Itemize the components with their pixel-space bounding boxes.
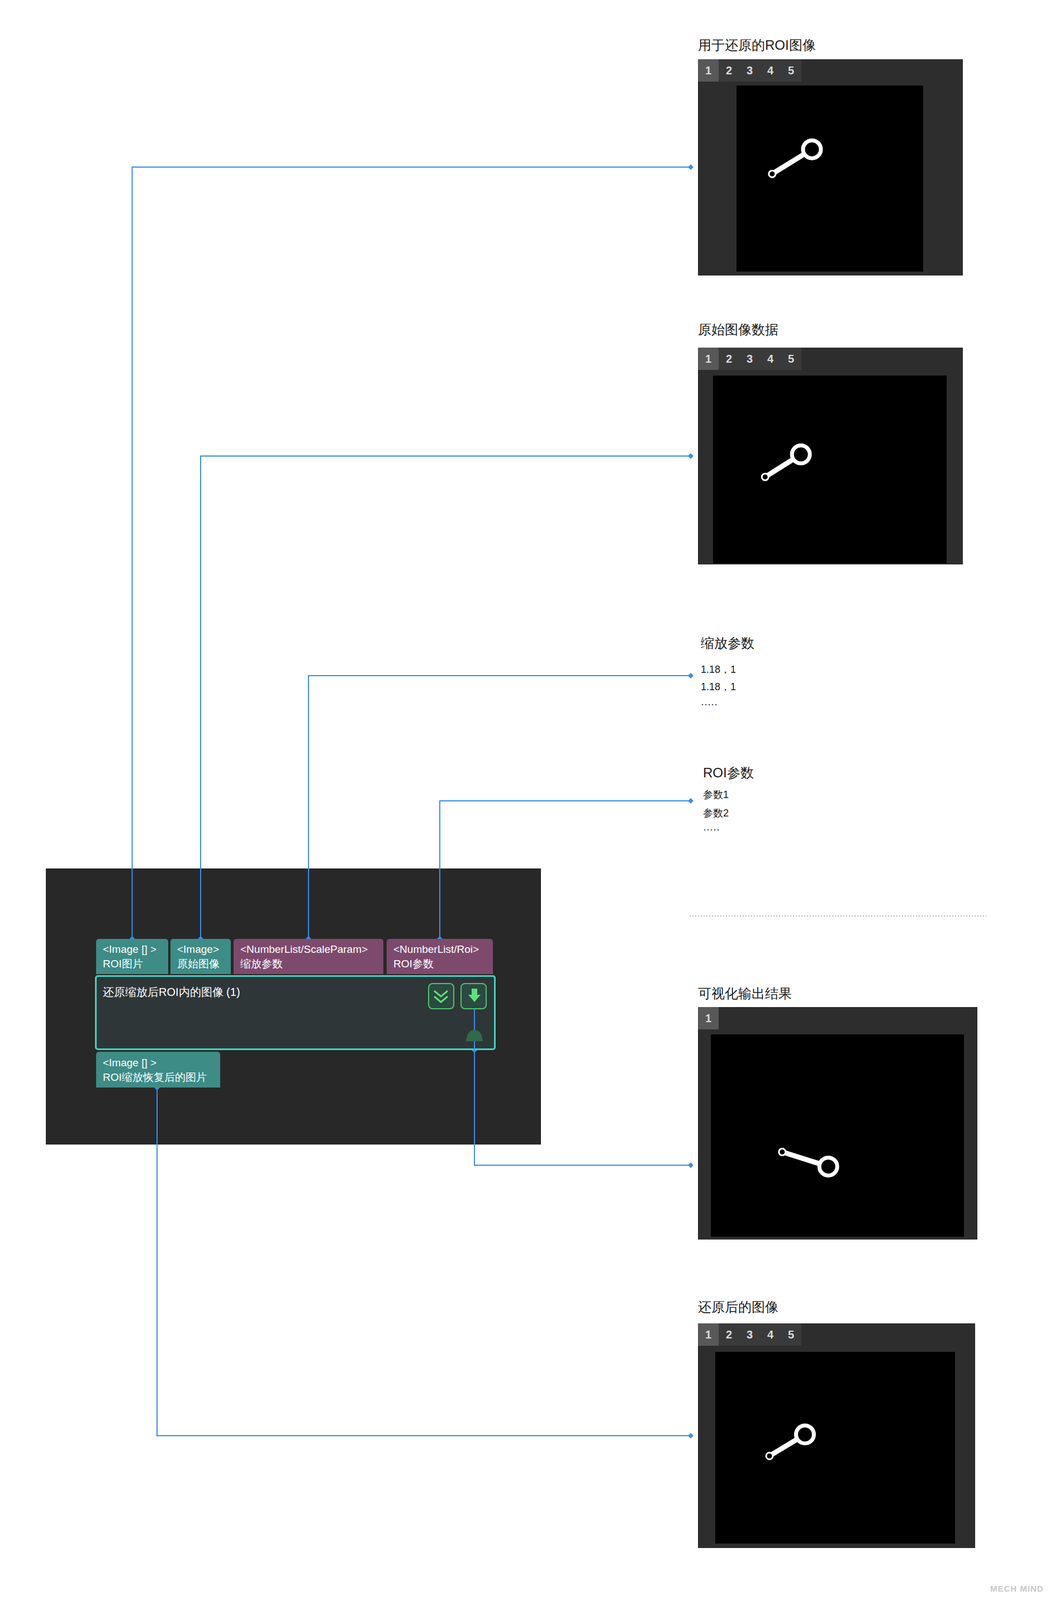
list-item: 1.18，1	[700, 680, 736, 693]
port-name: ROI缩放恢复后的图片	[102, 1070, 215, 1085]
step-box: 还原缩放后ROI内的图像 (1)	[95, 975, 496, 1051]
port-name: ROI参数	[393, 956, 488, 972]
collapse-icon	[434, 990, 448, 1002]
tab-number: 1	[697, 1007, 719, 1030]
value-list: 缩放参数 1.18，1 1.18，1 ·····	[690, 632, 836, 717]
image-area	[713, 375, 947, 564]
panel-heading: 用于还原的ROI图像	[697, 36, 816, 54]
watermark: MECH MIND	[990, 1583, 1044, 1594]
port-type: <NumberList/Roi>	[393, 942, 488, 957]
tab-bar: 12345	[697, 347, 802, 370]
rod-big-end	[795, 1425, 814, 1444]
tab-bar: 1	[697, 1007, 719, 1030]
rod-small-end	[766, 1452, 773, 1460]
port-type: <Image [] >	[102, 942, 163, 957]
part-illustration	[713, 375, 947, 564]
port-type: <Image [] >	[102, 1055, 215, 1071]
tab-number: 4	[760, 347, 781, 370]
part-illustration	[736, 85, 924, 272]
part-illustration	[715, 1351, 956, 1544]
part-illustration	[710, 1034, 964, 1237]
connector	[474, 1050, 691, 1166]
connector	[157, 1087, 691, 1436]
image-viewer: 可视化输出结果 1	[690, 985, 978, 1240]
image-viewer: 用于还原的ROI图像 12345	[690, 36, 963, 276]
viewer-panel: 12345	[697, 347, 963, 565]
tab-number: 5	[780, 347, 802, 370]
image-viewer: 还原后的图像 12345	[690, 1298, 976, 1548]
port-name: 缩放参数	[240, 956, 378, 972]
list-item: 1.18，1	[700, 663, 736, 676]
port-type: <NumberList/ScaleParam>	[240, 942, 378, 957]
tab-number: 4	[760, 59, 781, 82]
port-box: <NumberList/Roi>ROI参数	[386, 938, 493, 975]
separator-line	[689, 915, 987, 917]
port-box: <Image>原始图像	[170, 938, 231, 975]
connector	[308, 675, 691, 939]
port-box: <Image [] >ROI图片	[96, 938, 169, 975]
output-icon	[468, 988, 481, 1002]
panel-heading: 还原后的图像	[697, 1298, 779, 1316]
list-item: 参数1	[703, 788, 729, 801]
step-title: 还原缩放后ROI内的图像 (1)	[102, 984, 241, 1000]
port-box: <Image [] >ROI缩放恢复后的图片	[96, 1051, 221, 1088]
port-box: <NumberList/ScaleParam>缩放参数	[233, 938, 384, 975]
viewer-panel: 12345	[697, 1323, 976, 1548]
tab-number: 2	[718, 1323, 740, 1346]
tab-number: 1	[697, 1323, 719, 1346]
tab-bar: 12345	[697, 59, 802, 82]
port-name: 原始图像	[177, 956, 226, 972]
list-item: ·····	[700, 697, 718, 711]
icon-button	[428, 983, 454, 1009]
tab-number: 1	[697, 59, 719, 82]
rod-small-end	[779, 1148, 786, 1156]
icon-button	[461, 983, 487, 1009]
port-name: ROI图片	[102, 956, 163, 972]
tab-number: 2	[718, 347, 740, 370]
connector	[200, 456, 691, 939]
list-heading: ROI参数	[703, 764, 754, 782]
tab-number: 2	[718, 59, 740, 82]
viewer-panel: 1	[697, 1007, 978, 1240]
tab-number: 3	[739, 1323, 760, 1346]
image-viewer: 原始图像数据 12345	[690, 321, 963, 565]
image-area	[710, 1034, 964, 1237]
viewer-panel: 12345	[697, 59, 963, 276]
connector	[439, 800, 691, 939]
rod-small-end	[768, 170, 776, 178]
tab-number: 5	[780, 59, 802, 82]
tab-bar: 12345	[697, 1323, 802, 1346]
panel-heading: 可视化输出结果	[697, 985, 792, 1002]
rod-big-end	[819, 1157, 838, 1176]
list-item: 参数2	[703, 806, 729, 820]
tab-number: 1	[697, 347, 719, 370]
rod-big-end	[791, 445, 810, 464]
value-list: ROI参数参数1 参数2 ·····	[690, 762, 836, 847]
list-heading: 缩放参数	[700, 634, 755, 652]
rod-big-end	[803, 140, 821, 159]
panel-heading: 原始图像数据	[697, 321, 779, 339]
list-item: ·····	[703, 823, 720, 836]
tab-number: 3	[739, 347, 760, 370]
image-area	[715, 1351, 956, 1544]
status-icon	[466, 1029, 483, 1042]
connector	[132, 167, 692, 939]
port-type: <Image>	[177, 942, 226, 957]
image-area	[736, 85, 924, 272]
wire-stub	[473, 1008, 475, 1051]
tab-number: 5	[780, 1323, 802, 1346]
tab-number: 4	[760, 1323, 781, 1346]
rod-small-end	[761, 473, 769, 481]
tab-number: 3	[739, 59, 760, 82]
